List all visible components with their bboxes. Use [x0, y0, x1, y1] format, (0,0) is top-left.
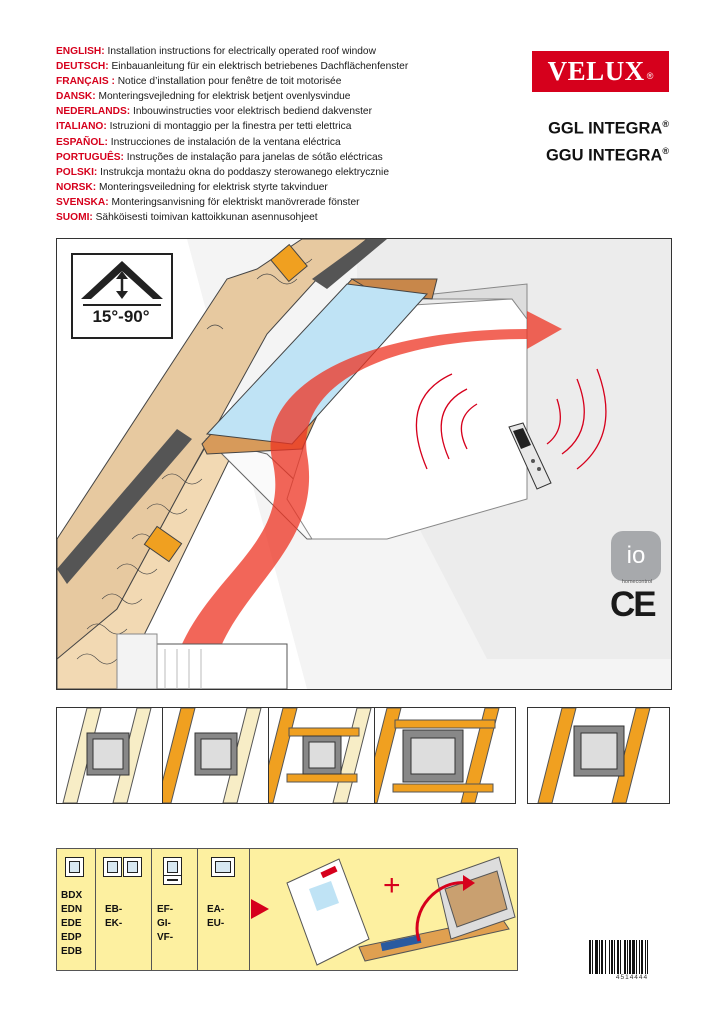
signal-waves [415, 368, 607, 470]
flashing-col-4: EA- EU- [197, 849, 250, 970]
flashing-code: EDB [61, 946, 83, 957]
flashing-code: EDE [61, 918, 82, 929]
language-line: NORSK: Monteringsveiledning for elektris… [56, 180, 496, 195]
flashing-code: EDN [61, 904, 83, 915]
language-code: NEDERLANDS: [56, 106, 131, 118]
language-code: DEUTSCH: [56, 61, 109, 73]
plus-sign: + [383, 869, 401, 902]
io-homecontrol-logo: io [611, 531, 661, 581]
flashing-code: GI- [157, 918, 171, 929]
window-icon [211, 857, 235, 877]
packaging-illustration: + [286, 856, 516, 966]
language-text: Instrukcja montażu okna do poddaszy ster… [100, 166, 389, 178]
language-text: Einbauanleitung für ein elektrisch betri… [111, 61, 409, 73]
language-line: POLSKI: Instrukcja montażu okna do podda… [56, 165, 496, 180]
language-line: DANSK: Monteringsvejledning for elektris… [56, 89, 496, 104]
language-code: SVENSKA: [56, 196, 109, 208]
window-icon [103, 857, 122, 877]
flashing-code: EK- [105, 918, 123, 929]
language-line: DEUTSCH: Einbauanleitung für ein elektri… [56, 59, 496, 74]
barcode-number: 4514444 [615, 974, 649, 981]
flashing-code: EDP [61, 932, 82, 943]
language-line: SUOMI: Sähköisesti toimivan kattoikkunan… [56, 210, 496, 225]
step-thumb-3 [268, 707, 377, 804]
flashing-col-1: BDX EDN EDE EDP EDB [57, 849, 96, 970]
velux-logo: VELUX ® [532, 51, 669, 92]
language-code: FRANÇAIS : [56, 76, 115, 88]
flashing-code: EB- [105, 904, 123, 915]
flashing-code: EA- [207, 904, 225, 915]
window-icon [65, 857, 84, 877]
flashing-code: EU- [207, 918, 225, 929]
logo-registered-mark: ® [646, 70, 654, 81]
step-thumb-2 [162, 707, 271, 804]
language-text: Monteringsveiledning for elektrisk styrt… [99, 181, 328, 193]
main-illustration: 15°-90° [56, 238, 672, 690]
product-ggl: GGL INTEGRA® [548, 119, 669, 138]
language-text: Sähköisesti toimivan kattoikkunan asennu… [95, 212, 318, 224]
language-code: PORTUGUÊS: [56, 151, 124, 163]
language-line: ENGLISH: Installation instructions for e… [56, 44, 496, 59]
flashing-code: EF- [157, 904, 174, 915]
roof-pitch-indicator: 15°-90° [71, 253, 173, 339]
step-thumb-5 [527, 707, 670, 804]
roof-window-scene [57, 239, 671, 689]
flashing-col-2: EB- EK- [95, 849, 152, 970]
language-line: ESPAÑOL: Instrucciones de instalación de… [56, 135, 496, 150]
language-text: Installation instructions for electrical… [107, 46, 376, 57]
pitch-arrow-icon [81, 261, 163, 306]
language-code: NORSK: [56, 181, 97, 193]
language-text: Monteringsvejledning for elektrisk betje… [98, 91, 351, 103]
language-code: ESPAÑOL: [56, 136, 108, 148]
window-icon [163, 857, 182, 877]
language-line: NEDERLANDS: Inbouwinstructies voor elekt… [56, 104, 496, 119]
io-homecontrol-label: homecontrol [621, 579, 653, 585]
language-line: FRANÇAIS : Notice d’installation pour fe… [56, 74, 496, 89]
language-text: Notice d’installation pour fenêtre de to… [117, 76, 342, 88]
language-code: ITALIANO: [56, 121, 107, 133]
language-code: ENGLISH: [56, 46, 105, 57]
language-text: Istruzioni di montaggio per la finestra … [109, 121, 352, 133]
ce-mark-icon: CE [610, 585, 657, 624]
window-icon [123, 857, 142, 877]
step-thumb-1 [56, 707, 165, 804]
product-ggu: GGU INTEGRA® [545, 145, 669, 165]
language-line: ITALIANO: Istruzioni di montaggio per la… [56, 119, 496, 134]
language-text: Instrucciones de instalación de la venta… [110, 136, 341, 148]
language-line: PORTUGUÊS: Instruções de instalação para… [56, 150, 496, 165]
pitch-label: 15°-90° [92, 307, 150, 326]
barcode-icon [589, 940, 648, 974]
language-code: SUOMI: [56, 212, 93, 224]
step-thumb-4 [374, 707, 516, 804]
language-text: Inbouwinstructies voor elektrisch bedien… [133, 106, 372, 118]
flashing-col-3: EF- GI- VF- [151, 849, 198, 970]
flashing-code: VF- [157, 932, 174, 943]
remote-control-icon [508, 422, 552, 490]
language-text: Monteringsanvisning för elektriskt manöv… [111, 196, 360, 208]
language-code: POLSKI: [56, 166, 98, 178]
language-line: SVENSKA: Monteringsanvisning för elektri… [56, 195, 496, 210]
language-code: DANSK: [56, 91, 96, 103]
language-text: Instruções de instalação para janelas de… [126, 151, 383, 163]
window-icon [163, 875, 182, 885]
logo-text: VELUX [547, 56, 645, 86]
flashing-code: BDX [61, 890, 83, 901]
language-list: ENGLISH: Installation instructions for e… [56, 44, 496, 225]
arrow-right-icon [251, 899, 269, 919]
product-names: GGL INTEGRA® GGU INTEGRA® [546, 113, 669, 166]
